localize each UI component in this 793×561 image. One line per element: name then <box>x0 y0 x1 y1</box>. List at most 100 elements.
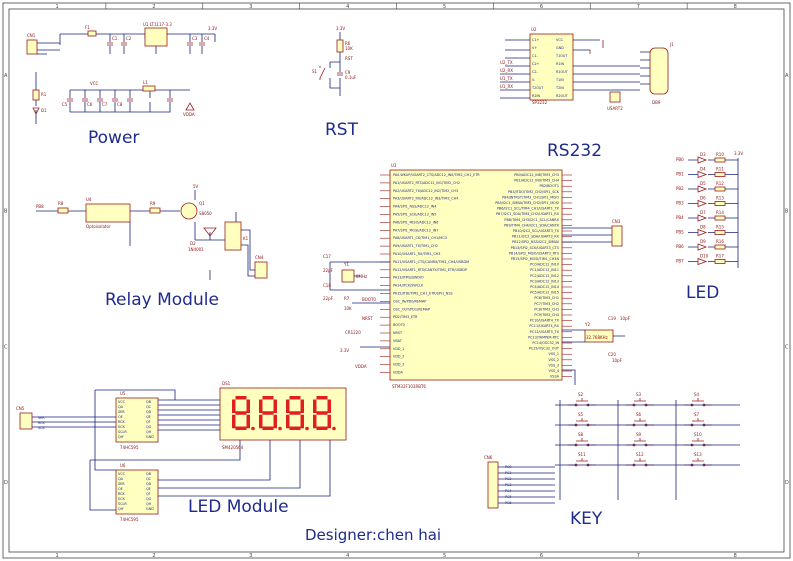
key-switch-label: S13 <box>694 452 702 457</box>
mcu-right-pin: PC0/ADC12_IN10 <box>530 263 559 267</box>
mcu-right-pin: PB6/I2C1_SCL/TIM4_CH1/USART1_TX <box>497 207 560 211</box>
led-diode-icon <box>697 214 708 222</box>
rs232-right-pin: GND <box>556 46 564 50</box>
net-u2-rx: U2_RX <box>500 68 513 73</box>
border-col-top: 8 <box>734 4 737 10</box>
mcu-left-pin: PA7/SPI1_MOSI/ADC12_IN7 <box>393 228 438 232</box>
label-c9: C9 <box>345 70 351 75</box>
label-y2: Y2 <box>584 322 590 327</box>
mcu-right-pin: PC6/TIM3_CH1 <box>534 296 559 300</box>
label-r1: R1 <box>41 92 47 97</box>
label-mcu-cn3: CN3 <box>612 219 621 224</box>
digit-glyph: 8. <box>293 433 297 438</box>
key-switch: S6 <box>626 412 654 427</box>
mcu-right-pin: PB1/ADC12_IN9/TIM3_CH4 <box>514 179 559 183</box>
mcu-right-pin: PC15/OSC32_OUT <box>529 347 560 351</box>
label-d2-part: 1N4001 <box>188 247 204 252</box>
segment <box>246 399 250 413</box>
led-diode-icon <box>697 156 708 164</box>
key-switch-label: S3 <box>636 392 642 397</box>
shift-pin-left: SCK <box>118 425 126 429</box>
shift-pin-left: RCK <box>118 420 126 424</box>
key-switch: S11 <box>568 452 596 467</box>
label-r9: R9 <box>150 201 156 206</box>
segment <box>286 399 290 413</box>
label-q1: Q1 <box>199 201 205 206</box>
mcu-right-pin: PB9/TIM4_CH4/I2C1_SDA/CANTX <box>504 223 560 227</box>
segment <box>273 399 277 413</box>
label-u1: U1 LT1117-3.3 <box>143 22 172 27</box>
mcu-left-pin: PA0-WKUP/USART2_CTS/ADC12_IN0/TIM2_CH1_E… <box>393 173 480 177</box>
net-cn5-ser: SER <box>38 416 45 420</box>
label-c18: C18 <box>323 283 331 288</box>
mcu-right-pin: PB11/I2C2_SDA/USART3_RX <box>512 235 560 239</box>
relay-block: PB8 R8 U4 Optoisolator R9 Q1 S8050 D2 1N… <box>36 184 268 310</box>
mcu-left-pin: VBAT <box>393 339 403 343</box>
label-u4: U4 <box>86 197 92 202</box>
mcu-left-pin-list: PA0-WKUP/USART2_CTS/ADC12_IN0/TIM2_CH1_E… <box>380 173 480 375</box>
led-resistor-label: R17 <box>716 254 724 259</box>
segment <box>289 396 301 400</box>
border-col-bottom: 7 <box>637 553 640 559</box>
mcu-right-pin: PC14/OSC32_IN <box>532 341 559 345</box>
key-switch: S9 <box>626 432 654 447</box>
mcu-left-pin: PA12/USART1_RTS/CANTX/TIM1_ETR/USBDP <box>393 268 467 272</box>
segment <box>289 426 301 430</box>
led-resistor-label: R10 <box>716 152 724 157</box>
mcu-left-pin: BOOT0 <box>393 323 405 327</box>
rs232-left-pin: C2+ <box>532 62 540 66</box>
shift-pin-right: QG <box>146 497 152 501</box>
label-d1: D1 <box>41 108 47 113</box>
digit: 8. <box>259 396 282 438</box>
shift-pin-left: VCC <box>118 472 126 476</box>
label-u2: U2 <box>531 27 537 32</box>
segment <box>259 414 263 429</box>
net-nrst: NRST <box>362 316 373 321</box>
segment <box>286 414 290 429</box>
mcu-right-pin: VSS_3 <box>549 363 559 367</box>
label-d2: D2 <box>190 241 196 246</box>
label-c2: C2 <box>126 36 132 41</box>
relay-connector-cn4 <box>254 261 268 279</box>
led-diode-label: D9 <box>700 239 706 244</box>
segment <box>273 414 277 429</box>
key-switch: S12 <box>626 452 654 467</box>
resistor-r9 <box>149 207 161 214</box>
label-c4: C4 <box>204 36 210 41</box>
label-u6: U6 <box>120 463 126 468</box>
power-led-d1 <box>32 107 40 115</box>
label-c8: C8 <box>117 102 123 107</box>
crystal-y1 <box>341 269 355 283</box>
label-cn1: CN1 <box>27 33 36 38</box>
border-col-top: 1 <box>55 4 58 10</box>
rs232-left-pin: V- <box>532 78 536 82</box>
segment <box>300 399 304 413</box>
rs232-chip-u2 <box>529 33 574 101</box>
segment <box>313 414 317 429</box>
rs232-left-pin: C1+ <box>532 38 540 42</box>
net-cn5-rck: RCK <box>38 421 46 425</box>
shift-pin-right: QH <box>146 502 152 506</box>
fuse-f1 <box>87 30 97 37</box>
segment <box>316 411 328 415</box>
mcu-left-pin: PA13/JTMS/SWDIO <box>393 276 424 280</box>
label-r6-value: 10K <box>345 46 353 51</box>
shift-pin-left: QH' <box>118 507 124 511</box>
shift-pin-right: GND <box>146 507 154 511</box>
segment <box>316 426 328 430</box>
key-switch-label: S7 <box>694 412 700 417</box>
segment <box>262 396 274 400</box>
shift-pin-left: VCC <box>118 400 126 404</box>
border-row-left: D <box>4 480 8 486</box>
led-resistor <box>714 215 726 221</box>
led-diode-label: D8 <box>700 225 706 230</box>
resistor-r1 <box>32 89 40 101</box>
mcu-right-pin: VSSA <box>550 375 560 379</box>
led-module-block: CN5 SER RCK SCK VCCQASEROERCKSCKSCLRQH'Q… <box>16 381 347 522</box>
label-u3-part: STM32F103RBT6 <box>392 384 426 389</box>
led-resistor <box>714 172 726 177</box>
shift-pin-right: QD <box>146 410 152 414</box>
shift-pin-right: QE <box>146 415 151 419</box>
